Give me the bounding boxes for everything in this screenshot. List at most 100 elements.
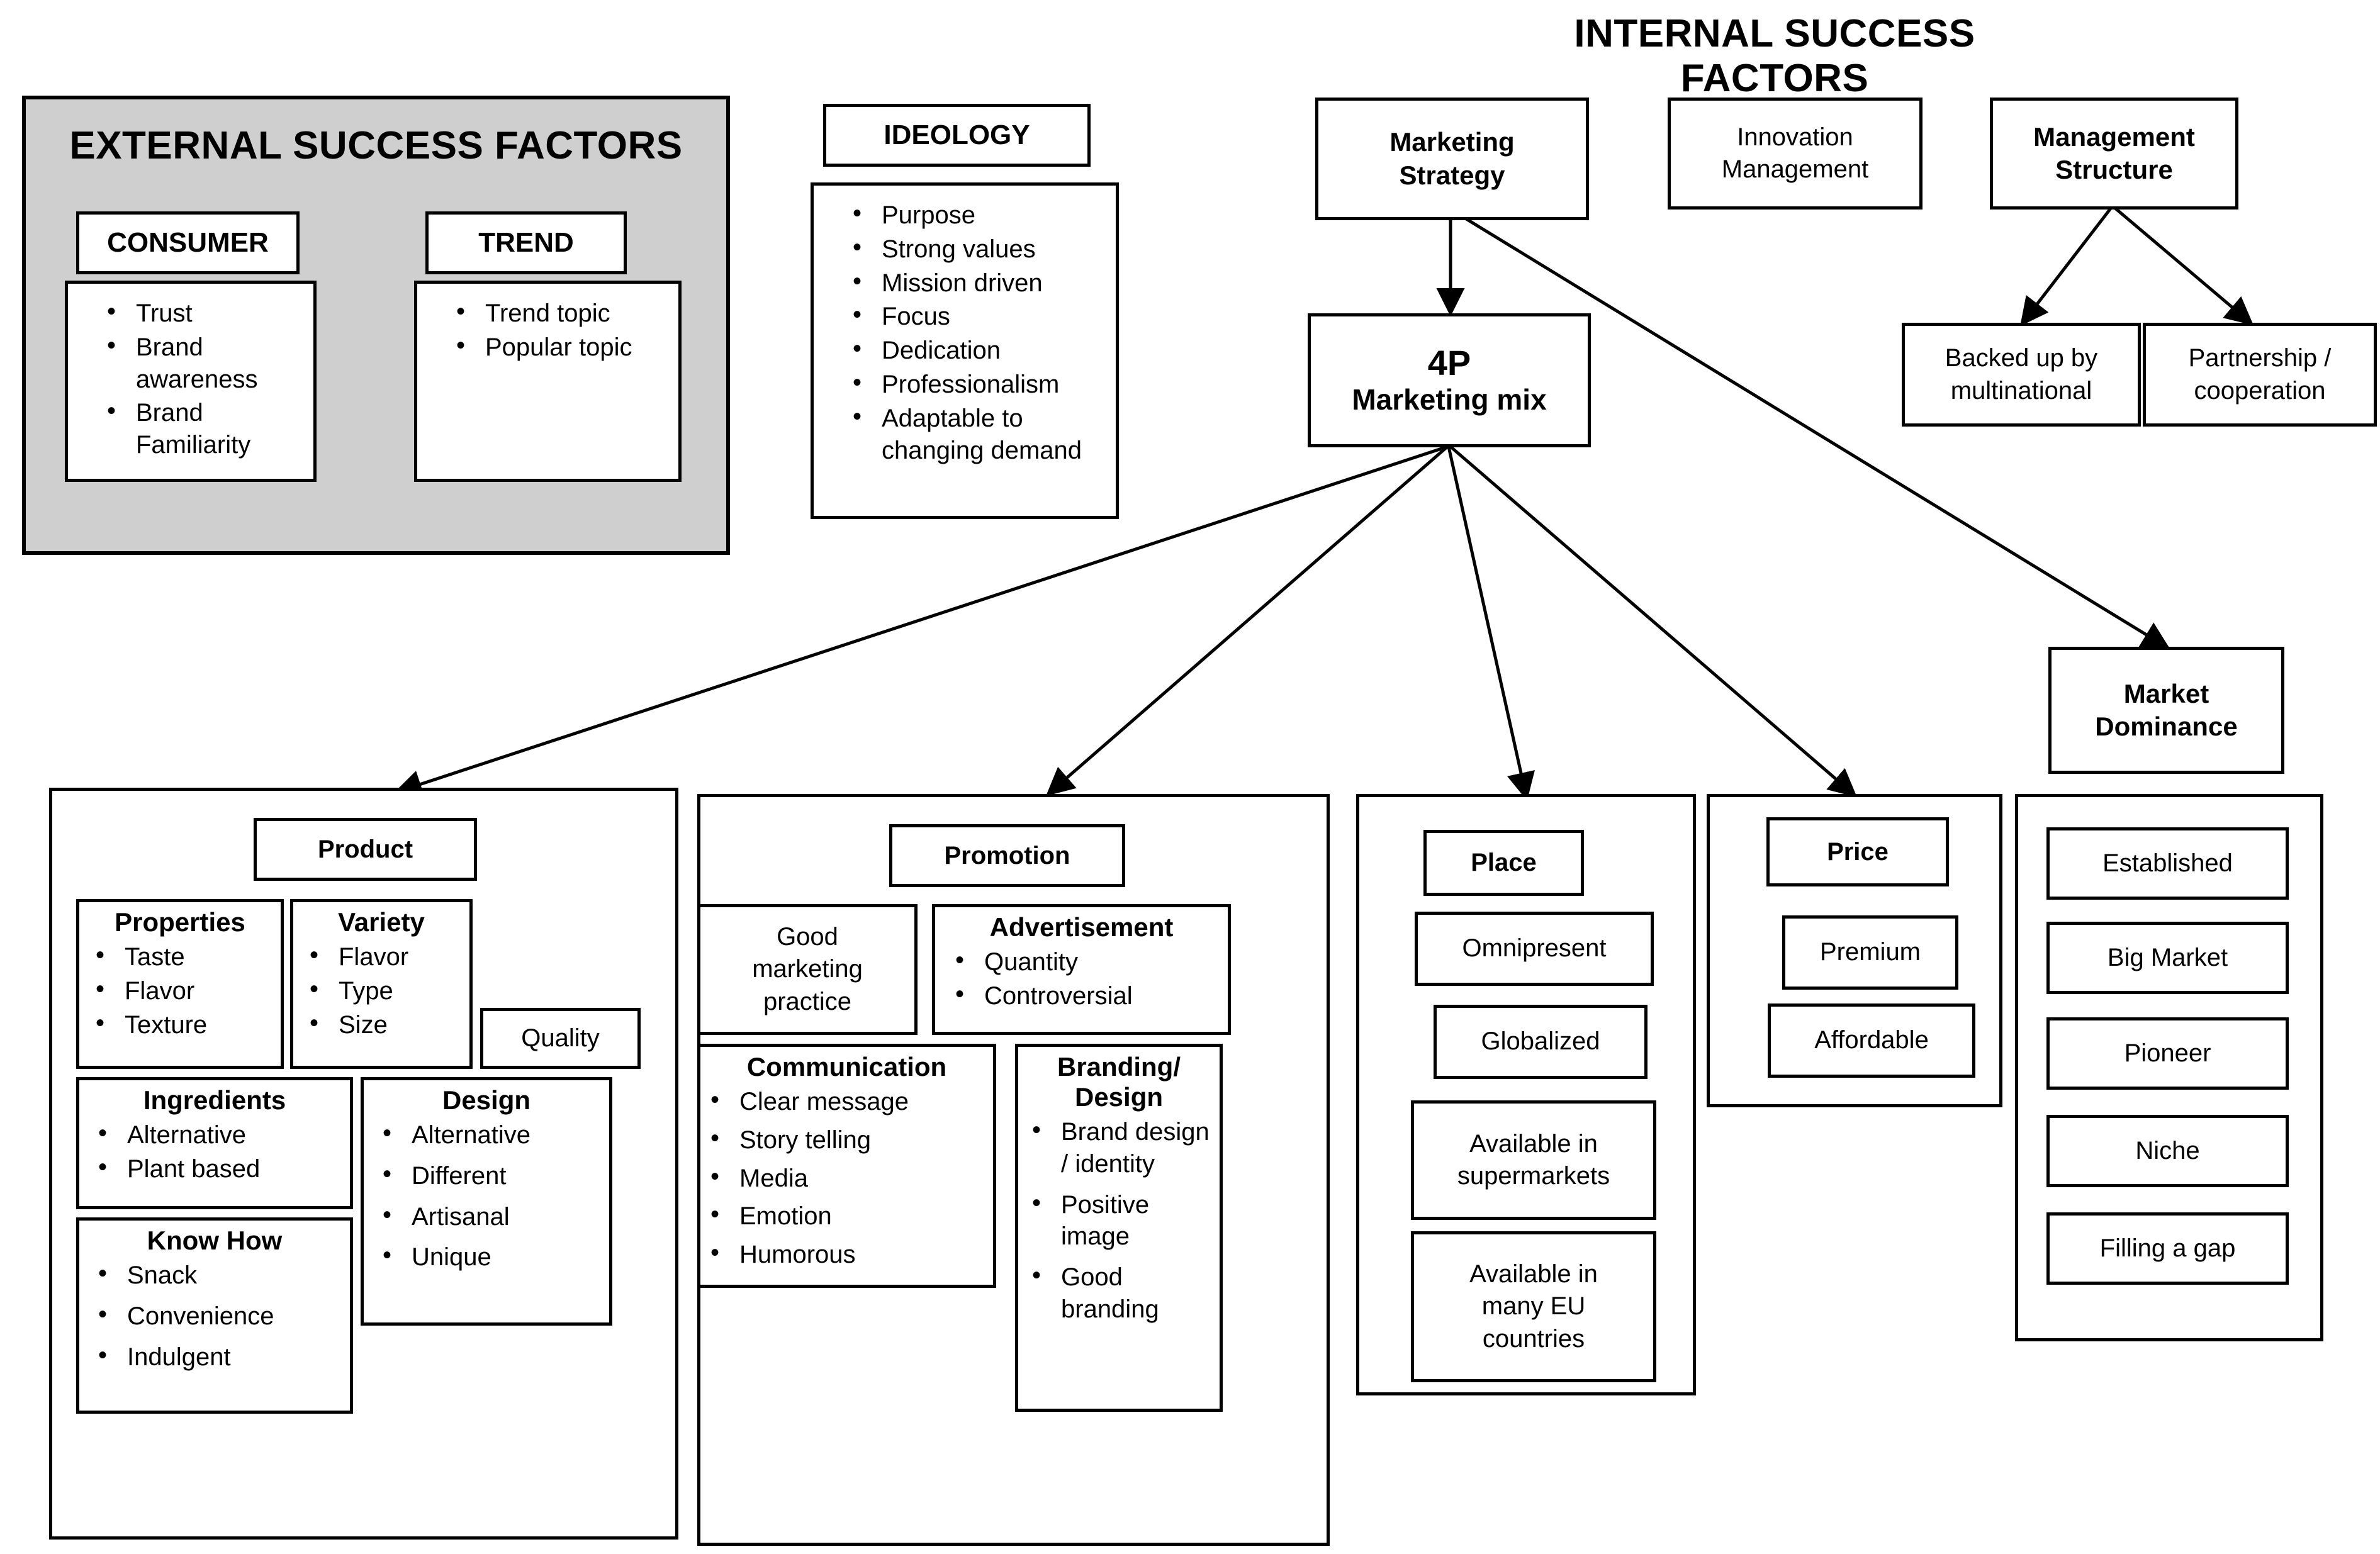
list-item: Purpose (853, 198, 1116, 232)
place-item-globalized: Globalized (1434, 1005, 1647, 1079)
backed-up-by-multinational-label: Backed up by multinational (1945, 344, 2098, 405)
list-item: Alternative (383, 1117, 609, 1151)
product-container: Product Properties Taste Flavor Texture … (49, 788, 678, 1540)
market-dominance-item-label: Established (2102, 849, 2233, 877)
list-item: Brand awareness (107, 330, 313, 396)
place-container: Place Omnipresent Globalized Available i… (1356, 794, 1696, 1395)
advertisement-header-label: Advertisement (989, 912, 1174, 942)
quality-box: Quality (480, 1008, 641, 1069)
list-item: Media (710, 1161, 993, 1195)
backed-up-by-multinational-box: Backed up by multinational (1902, 323, 2141, 427)
list-item: Unique (383, 1239, 609, 1273)
trend-header-box: TREND (425, 211, 627, 274)
internal-success-factors-title: INTERNAL SUCCESS FACTORS (1574, 12, 1975, 100)
list-item: Brand design / identity (1032, 1114, 1220, 1180)
market-dominance-item-label: Niche (2135, 1136, 2200, 1165)
list-item: Quantity (955, 944, 1228, 978)
ideology-header-box: IDEOLOGY (823, 104, 1091, 167)
list-item: Humorous (710, 1237, 993, 1271)
list-item: Good branding (1032, 1260, 1220, 1326)
design-box: Design Alternative Different Artisanal U… (361, 1077, 612, 1326)
list-item: Plant based (98, 1151, 350, 1185)
ideology-list-box: Purpose Strong values Mission driven Foc… (811, 182, 1119, 519)
external-success-factors-panel: EXTERNAL SUCCESS FACTORS CONSUMER Trust … (22, 96, 730, 555)
communication-header-label: Communication (746, 1052, 947, 1082)
promotion-container: Promotion Good marketing practice Advert… (697, 794, 1330, 1546)
place-item-omnipresent: Omnipresent (1415, 912, 1654, 986)
know-how-list: Snack Convenience Indulgent (79, 1258, 350, 1373)
price-item-premium: Premium (1782, 915, 1958, 990)
list-item: Alternative (98, 1117, 350, 1151)
ingredients-list: Alternative Plant based (79, 1117, 350, 1185)
list-item: Taste (96, 939, 281, 973)
partnership-cooperation-box: Partnership / cooperation (2143, 323, 2377, 427)
list-item: Indulgent (98, 1339, 350, 1373)
ingredients-header-label: Ingredients (143, 1085, 286, 1115)
list-item: Convenience (98, 1299, 350, 1333)
list-item: Mission driven (853, 266, 1116, 299)
market-dominance-item-established: Established (2046, 827, 2289, 900)
market-dominance-item-niche: Niche (2046, 1115, 2289, 1187)
list-item: Positive image (1032, 1187, 1220, 1253)
list-item: Focus (853, 299, 1116, 333)
price-header-box: Price (1766, 817, 1949, 886)
ideology-list: Purpose Strong values Mission driven Foc… (814, 198, 1116, 466)
list-item: Size (310, 1007, 469, 1041)
list-item: Flavor (96, 973, 281, 1007)
consumer-header-box: CONSUMER (76, 211, 300, 274)
properties-box: Properties Taste Flavor Texture (76, 899, 284, 1069)
quality-label: Quality (521, 1024, 600, 1052)
marketing-strategy-label: Marketing Strategy (1389, 127, 1515, 190)
price-container: Price Premium Affordable (1707, 794, 2002, 1107)
market-dominance-item-label: Pioneer (2124, 1039, 2211, 1067)
ingredients-box: Ingredients Alternative Plant based (76, 1077, 353, 1209)
place-item-label: Omnipresent (1462, 934, 1607, 963)
price-item-affordable: Affordable (1768, 1003, 1975, 1078)
list-item: Texture (96, 1007, 281, 1041)
market-dominance-header-box: Market Dominance (2048, 647, 2284, 774)
list-item: Flavor (310, 939, 469, 973)
list-item: Controversial (955, 978, 1228, 1012)
product-header-label: Product (317, 835, 413, 863)
advertisement-box: Advertisement Quantity Controversial (932, 904, 1231, 1035)
good-marketing-practice-label: Good marketing practice (752, 923, 863, 1015)
list-item: Clear message (710, 1084, 993, 1118)
market-dominance-item-label: Big Market (2107, 943, 2228, 971)
place-item-label: Available in many EU countries (1469, 1260, 1598, 1353)
list-item: Trend topic (456, 296, 678, 330)
branding-design-box: Branding/ Design Brand design / identity… (1015, 1044, 1223, 1412)
market-dominance-item-pioneer: Pioneer (2046, 1017, 2289, 1090)
know-how-box: Know How Snack Convenience Indulgent (76, 1217, 353, 1414)
consumer-list-box: Trust Brand awareness Brand Familiarity (65, 281, 317, 482)
list-item: Professionalism (853, 367, 1116, 401)
four-p-marketing-mix-box: 4P Marketing mix (1308, 313, 1591, 447)
place-header-label: Place (1471, 849, 1537, 876)
place-header-box: Place (1423, 830, 1584, 896)
trend-header-label: TREND (478, 227, 574, 258)
trend-list-box: Trend topic Popular topic (414, 281, 682, 482)
variety-list: Flavor Type Size (293, 939, 469, 1041)
consumer-header-label: CONSUMER (107, 227, 269, 258)
promotion-header-label: Promotion (944, 841, 1070, 869)
branding-design-list: Brand design / identity Positive image G… (1018, 1114, 1220, 1326)
four-p-title: 4P (1427, 343, 1471, 383)
advertisement-list: Quantity Controversial (935, 944, 1228, 1012)
marketing-strategy-box: Marketing Strategy (1315, 98, 1589, 220)
place-item-supermarkets: Available in supermarkets (1411, 1100, 1656, 1220)
communication-list: Clear message Story telling Media Emotio… (700, 1084, 993, 1271)
market-dominance-header-label: Market Dominance (2095, 678, 2238, 742)
list-item: Brand Familiarity (107, 395, 313, 461)
ideology-header-label: IDEOLOGY (884, 120, 1030, 150)
list-item: Emotion (710, 1199, 993, 1233)
product-header-box: Product (254, 818, 477, 881)
properties-header-label: Properties (115, 907, 245, 937)
list-item: Different (383, 1158, 609, 1192)
price-header-label: Price (1827, 837, 1889, 866)
list-item: Artisanal (383, 1199, 609, 1233)
list-item: Story telling (710, 1122, 993, 1156)
partnership-cooperation-label: Partnership / cooperation (2188, 344, 2332, 405)
management-structure-box: Management Structure (1990, 98, 2238, 210)
market-dominance-container: Established Big Market Pioneer Niche Fil… (2015, 794, 2323, 1341)
innovation-management-label: Innovation Management (1721, 123, 1869, 183)
